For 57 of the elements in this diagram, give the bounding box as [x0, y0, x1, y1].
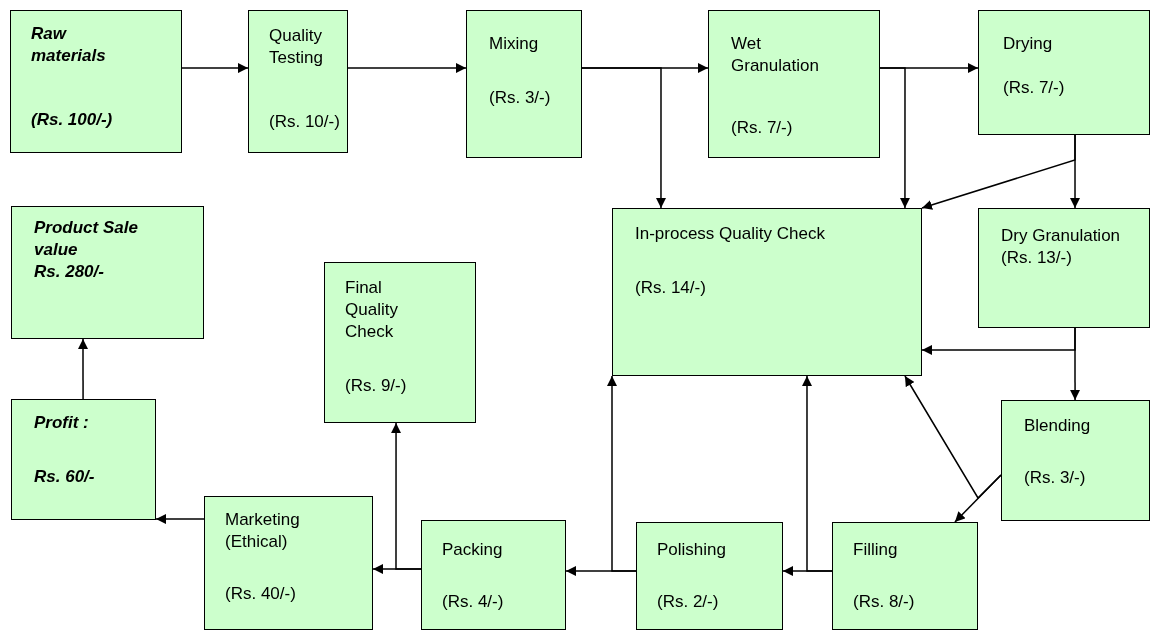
step-name: Drying	[1003, 33, 1054, 55]
cost-text: Rs. 60/-	[34, 466, 96, 488]
step-name: Blending	[1024, 415, 1092, 437]
process-box	[978, 10, 1150, 135]
cost-text: (Rs. 8/-)	[853, 591, 916, 613]
cost-text: (Rs. 3/-)	[1024, 467, 1087, 489]
process-box	[11, 399, 156, 520]
process-box	[204, 496, 373, 630]
cost-text: (Rs. 2/-)	[657, 591, 720, 613]
arrow	[921, 327, 1076, 355]
process-box	[10, 10, 182, 153]
step-name: Product Sale value	[34, 217, 139, 261]
step-name: Mixing	[489, 33, 540, 55]
arrow	[581, 67, 666, 209]
arrow	[921, 134, 1076, 210]
cost-text: Rs. 280/-	[34, 261, 105, 283]
step-name: Marketing (Ethical)	[225, 509, 301, 553]
process-box	[248, 10, 348, 153]
process-box	[708, 10, 880, 158]
process-box	[636, 522, 783, 630]
cost-text: (Rs. 100/-)	[31, 109, 114, 131]
step-name: Final Quality Check	[345, 277, 399, 343]
step-name: Quality Testing	[269, 25, 324, 69]
process-box	[421, 520, 566, 630]
arrow	[904, 375, 1002, 500]
cost-text: (Rs. 10/-)	[269, 111, 341, 133]
step-name: Polishing	[657, 539, 727, 561]
cost-text: (Rs. 14/-)	[635, 277, 707, 299]
arrow	[347, 63, 467, 73]
step-name: Raw materials	[31, 23, 107, 67]
cost-text: (Rs. 13/-)	[1001, 247, 1073, 269]
process-box	[11, 206, 204, 339]
arrow	[155, 514, 205, 525]
cost-text: (Rs. 7/-)	[731, 117, 794, 139]
process-box	[832, 522, 978, 630]
cost-text: (Rs. 40/-)	[225, 583, 297, 605]
arrow	[181, 63, 249, 74]
step-name: In-process Quality Check	[635, 223, 826, 245]
cost-text: (Rs. 9/-)	[345, 375, 408, 397]
process-box	[466, 10, 582, 158]
process-box	[612, 208, 922, 376]
process-box	[324, 262, 476, 423]
process-box	[1001, 400, 1150, 521]
step-name: Packing	[442, 539, 504, 561]
cost-text: (Rs. 7/-)	[1003, 77, 1066, 99]
step-name: Profit :	[34, 412, 90, 434]
cost-text: (Rs. 4/-)	[442, 591, 505, 613]
step-name: Filling	[853, 539, 899, 561]
arrow	[391, 422, 422, 570]
process-box	[978, 208, 1150, 328]
arrow	[607, 375, 637, 572]
arrow	[879, 67, 910, 209]
arrow	[802, 375, 833, 572]
cost-text: (Rs. 3/-)	[489, 87, 552, 109]
step-name: Wet Granulation	[731, 33, 820, 77]
step-name: Dry Granulation	[1001, 225, 1121, 247]
arrow	[78, 338, 88, 400]
